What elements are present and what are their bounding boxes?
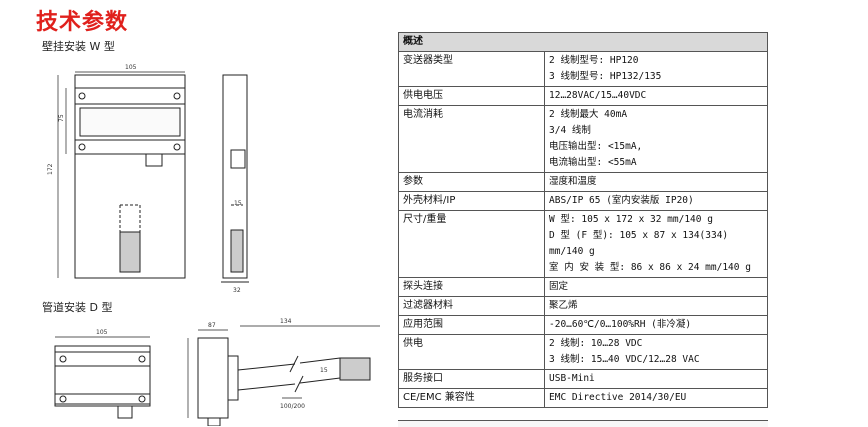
spec-row: 外壳材料/IP ABS/IP 65 (室内安装版 IP20) <box>398 191 768 211</box>
spec-value-line: 室 内 安 装 型: 86 x 86 x 24 mm/140 g <box>549 262 751 273</box>
spec-value-line: 固定 <box>549 281 569 292</box>
wall-side-view <box>221 74 249 283</box>
spec-key: 供电电压 <box>398 86 545 106</box>
spec-value-line: W 型: 105 x 172 x 32 mm/140 g <box>549 214 713 225</box>
spec-value-line: 电压输出型: <15mA, <box>549 141 643 152</box>
wall-dimensions <box>57 71 185 278</box>
spec-value-line: 3 线制: 15…40 VDC/12…28 VAC <box>549 354 700 365</box>
spec-value-line: mm/140 g <box>549 246 595 257</box>
duct-mount-caption: 管道安装 D 型 <box>42 301 113 314</box>
wall-width-label: 105 <box>125 64 137 71</box>
spec-value-line: ABS/IP 65 (室内安装版 IP20) <box>549 195 694 206</box>
spec-table-overflow-row <box>398 420 768 427</box>
spec-value: USB-Mini <box>544 369 768 389</box>
duct-side-width-label: 87 <box>208 322 216 329</box>
spec-row: 供电 2 线制: 10…28 VDC 3 线制: 15…40 VDC/12…28 V… <box>398 334 768 370</box>
spec-value: 2 线制最大 40mA 3/4 线制电压输出型: <15mA, 电流输出型: <55… <box>544 105 768 173</box>
spec-value-line: 12…28VAC/15…40VDC <box>549 90 647 101</box>
spec-value-line: 3/4 线制 <box>549 125 591 136</box>
spec-value-line: 湿度和温度 <box>549 176 597 187</box>
spec-row: 参数湿度和温度 <box>398 172 768 192</box>
spec-row: 探头连接固定 <box>398 277 768 297</box>
spec-row: 尺寸/重量 W 型: 105 x 172 x 32 mm/140 g D 型 (F … <box>398 210 768 278</box>
spec-row: 变送器类型 2 线制型号: HP120 3 线制型号: HP132/135 <box>398 51 768 87</box>
duct-total-label: 134 <box>280 318 292 325</box>
spec-value-line: EMC Directive 2014/30/EU <box>549 392 687 403</box>
spec-value-line: D 型 (F 型): 105 x 87 x 134(334) <box>549 230 729 241</box>
technical-drawings: 105 172 75 32 15 105 87 <box>47 64 380 426</box>
spec-row: 供电电压 12…28VAC/15…40VDC <box>398 86 768 106</box>
spec-key: 应用范围 <box>398 315 545 335</box>
spec-row: CE/EMC 兼容性 EMC Directive 2014/30/EU <box>398 388 768 408</box>
spec-value: ABS/IP 65 (室内安装版 IP20) <box>544 191 768 211</box>
spec-key: 外壳材料/IP <box>398 191 545 211</box>
spec-value-line: USB-Mini <box>549 373 595 384</box>
wall-inner-label: 75 <box>58 114 65 122</box>
spec-value: 2 线制型号: HP120 3 线制型号: HP132/135 <box>544 51 768 87</box>
spec-value-line: -20…60℃/0…100%RH (非冷凝) <box>549 319 692 330</box>
duct-front-view <box>54 345 151 419</box>
spec-key: 探头连接 <box>398 277 545 297</box>
spec-value: 2 线制: 10…28 VDC 3 线制: 15…40 VDC/12…28 VAC <box>544 334 768 370</box>
spec-row: 电流消耗 2 线制最大 40mA 3/4 线制电压输出型: <15mA, 电流输出型:… <box>398 105 768 173</box>
spec-key: 变送器类型 <box>398 51 545 87</box>
spec-value-line: 3 线制型号: HP132/135 <box>549 71 662 82</box>
spec-key: 尺寸/重量 <box>398 210 545 278</box>
spec-key: 电流消耗 <box>398 105 545 173</box>
duct-probe-length-label: 100/200 <box>280 403 305 410</box>
spec-row: 应用范围 -20…60℃/0…100%RH (非冷凝) <box>398 315 768 335</box>
spec-key: 参数 <box>398 172 545 192</box>
spec-row: 服务接口 USB-Mini <box>398 369 768 389</box>
spec-value-line: 2 线制最大 40mA <box>549 109 628 120</box>
wall-mount-caption: 壁挂安装 W 型 <box>42 40 115 53</box>
page-title: 技术参数 <box>36 10 129 35</box>
spec-table: 概述 变送器类型 2 线制型号: HP120 3 线制型号: HP132/135 供电… <box>398 32 768 408</box>
spec-key: CE/EMC 兼容性 <box>398 388 545 408</box>
duct-side-view <box>197 337 371 426</box>
wall-side-depth-label: 15 <box>234 200 242 207</box>
spec-table-header: 概述 <box>398 32 768 52</box>
duct-width-label: 105 <box>96 329 108 336</box>
spec-key: 供电 <box>398 334 545 370</box>
spec-value: 湿度和温度 <box>544 172 768 192</box>
spec-value: EMC Directive 2014/30/EU <box>544 388 768 408</box>
spec-value: 固定 <box>544 277 768 297</box>
spec-value-line: 电流输出型: <55mA <box>549 157 637 168</box>
duct-dimensions <box>187 325 380 418</box>
spec-key: 过滤器材料 <box>398 296 545 316</box>
wall-side-width-label: 32 <box>233 287 241 294</box>
spec-key: 服务接口 <box>398 369 545 389</box>
spec-value: 聚乙烯 <box>544 296 768 316</box>
spec-value-line: 聚乙烯 <box>549 300 578 311</box>
spec-value-line: 2 线制: 10…28 VDC <box>549 338 643 349</box>
spec-value: -20…60℃/0…100%RH (非冷凝) <box>544 315 768 335</box>
duct-probe-diameter-label: 15 <box>320 367 328 374</box>
spec-value: 12…28VAC/15…40VDC <box>544 86 768 106</box>
spec-value: W 型: 105 x 172 x 32 mm/140 g D 型 (F 型): 1… <box>544 210 768 278</box>
spec-value-line: 2 线制型号: HP120 <box>549 55 639 66</box>
spec-row: 过滤器材料聚乙烯 <box>398 296 768 316</box>
wall-height-label: 172 <box>47 163 54 175</box>
wall-front-view <box>74 74 186 279</box>
